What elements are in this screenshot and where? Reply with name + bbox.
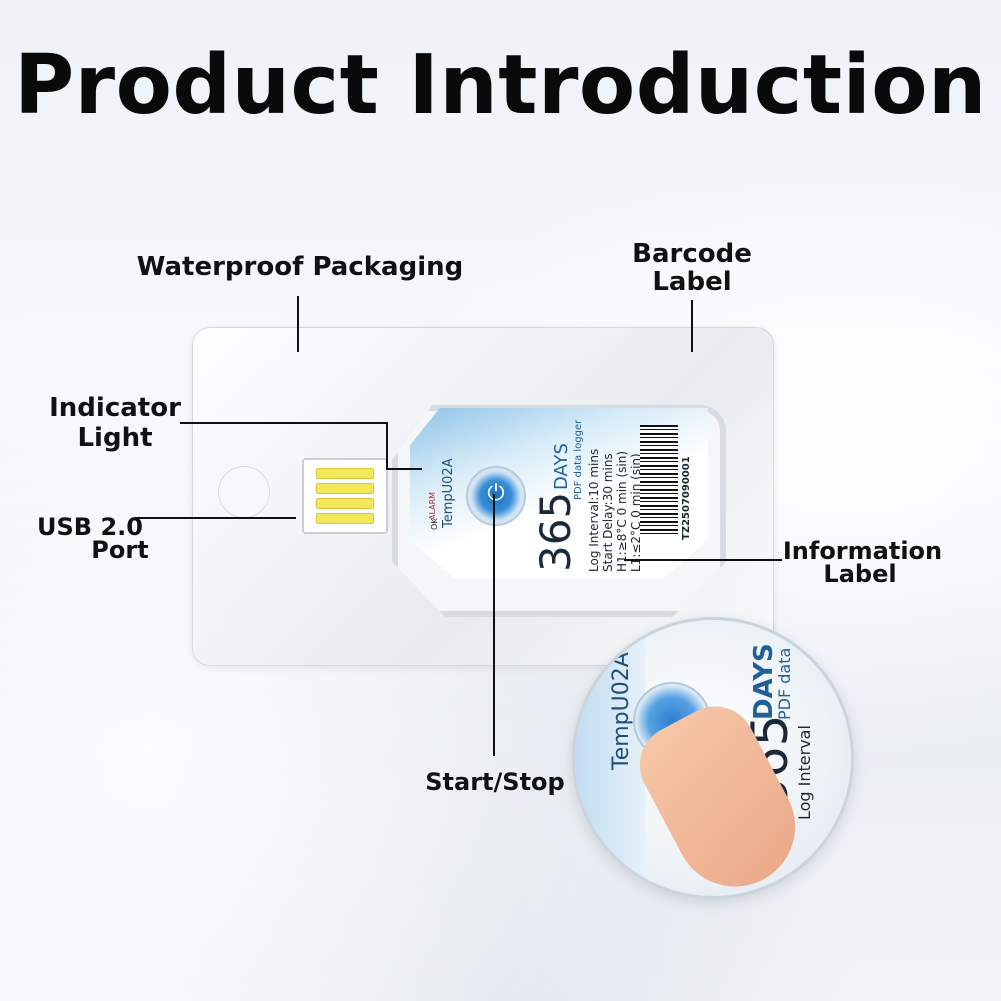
label-start-stop: Start/Stop xyxy=(425,768,565,796)
label-usb-line1: USB 2.0 xyxy=(37,513,143,541)
label-barcode-line2: Label xyxy=(652,267,732,297)
barcode xyxy=(640,425,678,535)
power-icon: ⏻ xyxy=(487,481,505,506)
model-text: TempU02A xyxy=(441,458,456,528)
days-word: DAYS xyxy=(551,443,572,490)
packaging-hang-hole xyxy=(218,466,270,518)
zoom-model-text: TempU02A xyxy=(609,652,634,770)
usb-pin xyxy=(316,468,374,479)
callout-line-info xyxy=(624,559,782,561)
usb-pin xyxy=(316,483,374,494)
label-information-line2: Label xyxy=(823,560,897,588)
start-stop-button[interactable]: ⏻ xyxy=(466,466,526,526)
h1-text: H1:≥8°C 0 min (sin) xyxy=(615,450,629,572)
label-information-line1: Information xyxy=(782,537,943,565)
label-waterproof-packaging: Waterproof Packaging xyxy=(136,252,464,282)
callout-line-indicator xyxy=(180,422,386,424)
usb-pin xyxy=(316,498,374,509)
days-number: 365 xyxy=(531,491,580,572)
zoom-days-text: DAYS xyxy=(749,643,779,720)
usb-port xyxy=(302,458,388,534)
log-interval-text: Log Interval:10 mins xyxy=(587,448,601,572)
zoom-log-text: Log Interval xyxy=(795,725,814,820)
zoom-inset: TempU02A DAYS PDF data 365 Log Interval xyxy=(572,617,854,899)
callout-line-usb xyxy=(134,517,296,519)
zoom-label-band xyxy=(575,620,645,896)
ok-text: OK xyxy=(430,518,439,530)
label-barcode-line1: Barcode xyxy=(632,239,752,269)
callout-line-waterproof xyxy=(297,296,299,352)
label-indicator-line2: Light xyxy=(77,423,153,453)
callout-line-startstop xyxy=(493,494,495,756)
alarm-text: ALARM xyxy=(428,491,437,520)
callout-line-indicator xyxy=(386,422,388,470)
label-indicator-line1: Indicator xyxy=(49,393,181,423)
start-delay-text: Start Delay:30 mins xyxy=(601,453,615,572)
label-usb-line2: Port xyxy=(91,536,149,564)
zoom-pdf-text: PDF data xyxy=(775,647,794,720)
callout-line-barcode xyxy=(691,300,693,352)
usb-pin xyxy=(316,513,374,524)
page-title: Product Introduction xyxy=(14,38,987,133)
serial-text: TZ2507090001 xyxy=(681,456,692,540)
pdf-text: PDF data logger xyxy=(573,419,584,500)
callout-line-indicator xyxy=(386,468,422,470)
